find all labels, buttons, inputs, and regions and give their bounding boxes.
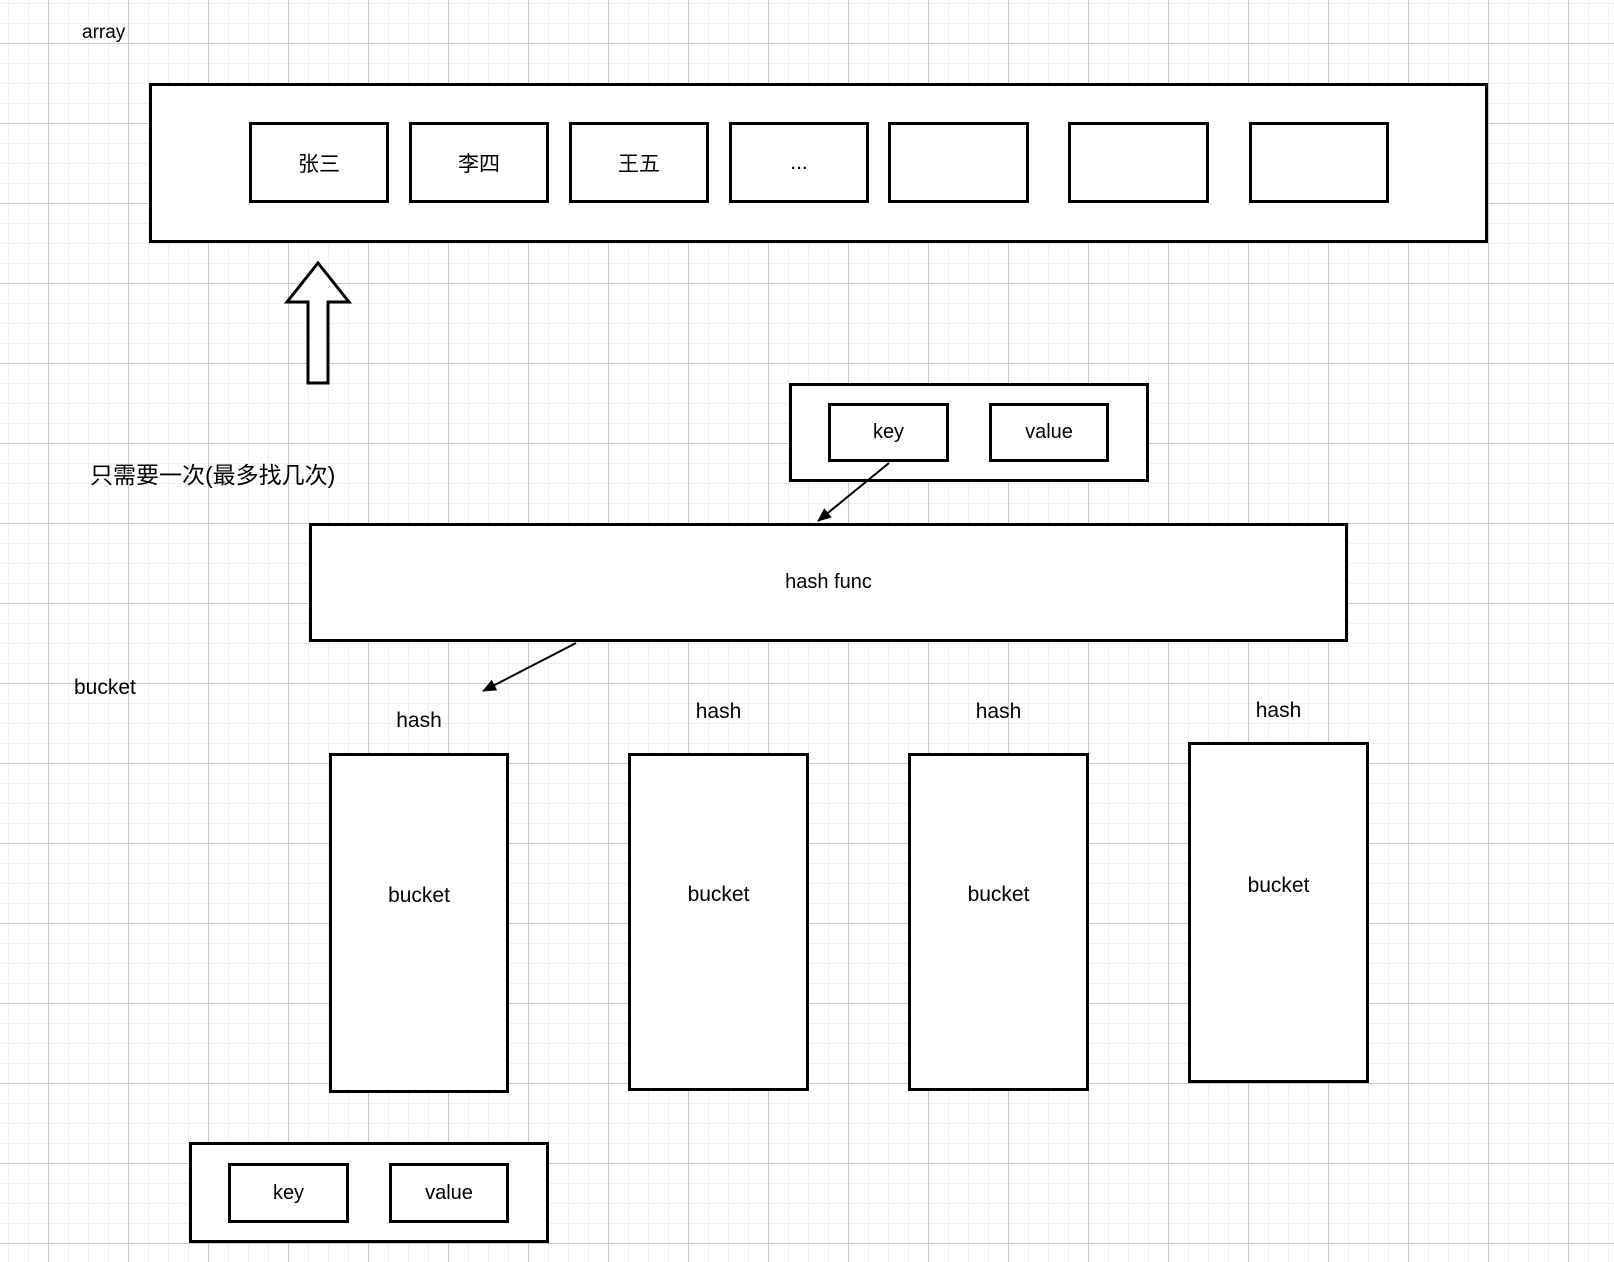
array-cell-label: 王五 <box>618 152 660 176</box>
bucket-label: bucket <box>1247 873 1310 897</box>
array-cell-label: 张三 <box>298 152 340 176</box>
bucket-label: bucket <box>687 883 750 907</box>
bucket-hash-label: hash <box>1255 699 1302 722</box>
key-label: key <box>872 421 905 443</box>
key-box: key <box>828 403 949 462</box>
kv-bottom-container: key value <box>189 1142 549 1243</box>
array-cell: 王五 <box>569 122 709 203</box>
array-cell <box>1068 122 1209 203</box>
up-arrow-icon <box>283 260 353 385</box>
key-label: key <box>272 1181 305 1204</box>
bucket-hash-label: hash <box>396 709 442 732</box>
value-box: value <box>389 1163 509 1223</box>
note-label: 只需要一次(最多找几次) <box>90 462 336 488</box>
bucket-hash-label: hash <box>975 700 1022 723</box>
bucket-box: bucket <box>329 753 509 1093</box>
array-cell <box>888 122 1029 203</box>
array-cell <box>1249 122 1389 203</box>
bucket-label: bucket <box>388 884 450 908</box>
hash-func-label: hash func <box>785 571 872 593</box>
array-label: array <box>82 22 126 43</box>
bucket-hash-label: hash <box>695 700 742 723</box>
kv-top-container: key value <box>789 383 1149 482</box>
array-cell-label: ... <box>790 150 808 174</box>
bucket-box: bucket <box>628 753 809 1091</box>
value-label: value <box>1025 421 1073 443</box>
bucket-label: bucket <box>967 883 1030 907</box>
array-cell-label: 李四 <box>458 152 500 176</box>
hash-func-box: hash func <box>309 523 1348 642</box>
bucket-section-label: bucket <box>74 676 136 699</box>
value-label: value <box>425 1181 473 1204</box>
bucket-box: bucket <box>908 753 1089 1091</box>
array-container: 张三 李四 王五 ... <box>149 83 1488 243</box>
array-cell: 李四 <box>409 122 549 203</box>
array-cell: ... <box>729 122 869 203</box>
key-box: key <box>228 1163 349 1223</box>
value-box: value <box>989 403 1109 462</box>
arrow-hash-func-to-bucket-icon <box>482 642 577 692</box>
bucket-box: bucket <box>1188 742 1369 1083</box>
array-cell: 张三 <box>249 122 389 203</box>
